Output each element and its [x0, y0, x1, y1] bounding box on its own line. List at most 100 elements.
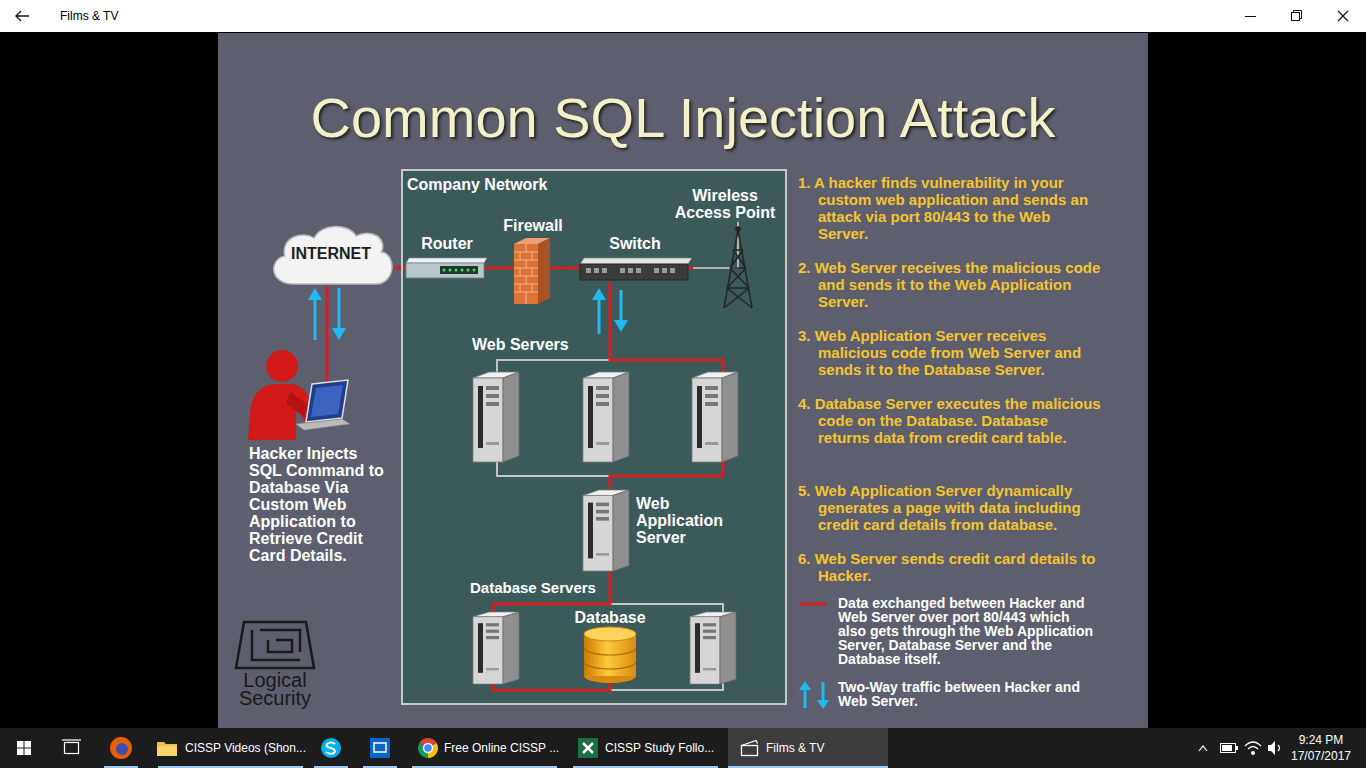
wireless-tower [736, 227, 740, 231]
chrome-icon [418, 738, 438, 758]
task-underline [104, 766, 888, 768]
node-label: INTERNET [291, 245, 371, 262]
hacker-figure [311, 385, 343, 417]
two-way-arrows [598, 298, 601, 334]
window-title: Films & TV [60, 9, 118, 23]
wireless-tower [724, 227, 752, 308]
internet-cloud: INTERNET [268, 220, 394, 286]
router-node: Router [404, 234, 490, 282]
node-label: Web Application Server [636, 495, 728, 546]
window-title: Films & TV [60, 9, 118, 23]
two-way-arrows [314, 298, 317, 340]
firewall-icon [514, 238, 550, 304]
step-text: 3. Web Application Server receives malic… [798, 327, 1102, 378]
firefox-icon [110, 737, 132, 759]
network-link [609, 572, 612, 578]
back-arrow [16, 11, 29, 21]
router-icon [467, 269, 470, 272]
task-underline [104, 766, 138, 768]
taskbar-label: Free Online CISSP ... [444, 741, 559, 755]
start-icon [17, 749, 24, 756]
switch-icon [586, 268, 591, 273]
step-text: 2. Web Server receives the malicious cod… [798, 259, 1102, 310]
hacker-node: Hacker Injects SQL Command to Database V… [246, 344, 392, 568]
films-icon [742, 741, 758, 756]
switch-icon [602, 268, 607, 273]
clock-time: 9:24 PM [1299, 733, 1344, 747]
router-icon [406, 258, 487, 278]
task-view-icon [62, 739, 81, 740]
switch-icon [620, 268, 625, 273]
cloud-shape [274, 226, 392, 284]
access-point-node: Wireless Access Point [670, 186, 780, 222]
router-icon [440, 266, 478, 274]
network-link [490, 267, 500, 270]
two-way-arrows [620, 290, 623, 322]
wifi-icon [1245, 742, 1261, 754]
logo-text: Logical Security [233, 671, 317, 707]
taskbar-label: Free Online CISSP ... [444, 741, 559, 755]
server-icon [692, 372, 738, 462]
task-underline [573, 766, 718, 768]
chrome-icon [424, 744, 433, 753]
switch-icon [662, 268, 667, 273]
firefox-icon [116, 743, 128, 755]
clock-date: 17/07/2017 [1290, 749, 1352, 763]
wireless-tower [724, 230, 752, 308]
switch-icon [628, 268, 633, 273]
company-logo [260, 630, 300, 652]
step-text: 4. Database Server executes the maliciou… [798, 395, 1102, 446]
node-label: Switch [609, 235, 661, 252]
step-text: 2. Web Server receives the malicious cod… [798, 259, 1102, 310]
clock-time: 9:24 PM [1290, 733, 1352, 747]
server-icon [583, 490, 629, 571]
firewall-icon [538, 238, 550, 304]
server-icon [583, 372, 629, 462]
two-way-arrows [614, 320, 628, 332]
database-node: Database [568, 607, 652, 682]
task-underline [412, 766, 557, 768]
company-logo [252, 630, 300, 660]
network-wire [326, 344, 329, 382]
skype-icon [321, 738, 341, 758]
switch-node: Switch [577, 234, 693, 282]
two-way-arrows [332, 328, 346, 340]
close-button [1338, 11, 1348, 21]
router-icon [443, 269, 446, 272]
legend-sample [822, 682, 825, 701]
excel-icon [578, 738, 598, 758]
server-icon [690, 612, 736, 684]
minimize-button [1245, 16, 1256, 17]
outlook-icon [374, 743, 386, 752]
node-label: Router [421, 235, 473, 252]
task-view-icon [62, 740, 81, 754]
step-text: 6. Web Server sends credit card details … [798, 550, 1102, 584]
node-label: Hacker Injects SQL Command to Database V… [249, 445, 389, 564]
legend-text: Data exchanged between Hacker and Web Se… [838, 596, 1094, 666]
server-icon [473, 372, 519, 462]
step-text: 6. Web Server sends credit card details … [798, 550, 1102, 584]
node-label: Database Servers [470, 579, 596, 596]
firewall-icon [514, 244, 538, 304]
speaker-icon [1268, 741, 1280, 755]
start-icon [17, 741, 24, 748]
server-icon [473, 612, 519, 684]
title-bar [0, 0, 1366, 32]
two-way-arrows [308, 288, 322, 300]
start-icon [25, 749, 32, 756]
task-underline [158, 766, 303, 768]
taskbar-label: CISSP Study Follo... [605, 741, 714, 755]
server-group: Web Servers [466, 334, 742, 480]
router-icon [406, 258, 487, 263]
task-underline [363, 766, 397, 768]
company-logo [236, 622, 314, 668]
wireless-tower [724, 250, 752, 308]
task-view-icon [65, 743, 79, 754]
step-text: 5. Web Application Server dynamically ge… [798, 482, 1102, 533]
legend-sample [798, 680, 832, 710]
battery-icon [1222, 745, 1232, 751]
legend-entry: Data exchanged between Hacker and Web Se… [798, 596, 1098, 666]
taskbar-label: CISSP Videos (Shon... [185, 741, 306, 755]
step-text: 3. Web Application Server receives malic… [798, 327, 1102, 378]
